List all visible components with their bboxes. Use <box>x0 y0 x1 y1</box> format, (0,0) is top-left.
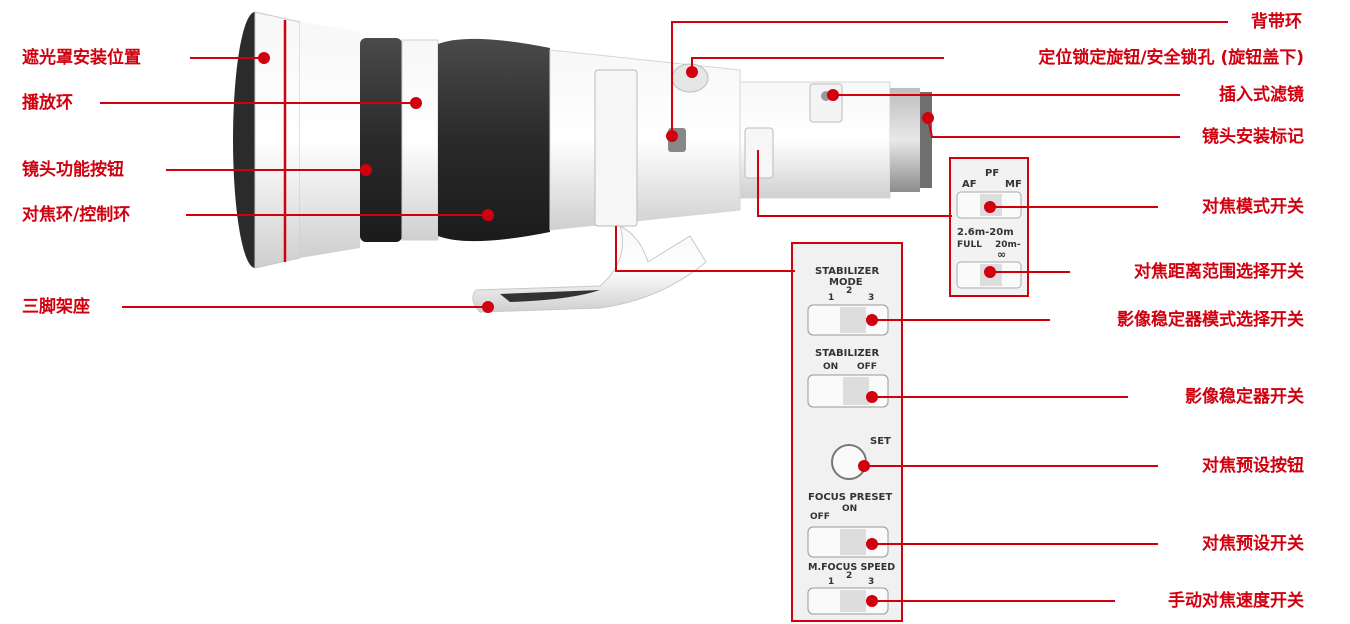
mode-2: 2 <box>846 286 852 296</box>
af-label: AF <box>962 179 977 190</box>
label-focus-preset-switch: 对焦预设开关 <box>1202 534 1304 554</box>
label-lens-function-button: 镜头功能按钮 <box>22 160 124 180</box>
left-leader-lines <box>100 52 494 313</box>
mode-3: 3 <box>868 293 874 303</box>
stab-title: STABILIZER <box>815 348 880 359</box>
mf-speed-title: M.FOCUS SPEED <box>808 562 895 573</box>
lens-barrel <box>549 49 932 231</box>
speed-2: 2 <box>846 571 852 581</box>
infinity-label: ∞ <box>997 248 1006 261</box>
stab-mode-title-1: STABILIZER <box>815 266 880 277</box>
label-focus-mode-switch: 对焦模式开关 <box>1202 197 1304 217</box>
label-focus-control-ring: 对焦环/控制环 <box>22 205 131 225</box>
set-label: SET <box>870 436 891 447</box>
label-tripod-mount: 三脚架座 <box>22 297 90 317</box>
label-stabilizer-mode-switch: 影像稳定器模式选择开关 <box>1117 310 1304 330</box>
mode-1: 1 <box>828 293 834 303</box>
label-stabilizer-switch: 影像稳定器开关 <box>1185 387 1304 407</box>
tripod-foot <box>472 225 707 313</box>
label-hood-mount: 遮光罩安装位置 <box>22 48 141 68</box>
pf-label: PF <box>985 168 999 179</box>
range-a-label: 2.6m-20m <box>957 227 1014 238</box>
label-drop-in-filter: 插入式滤镜 <box>1219 85 1304 105</box>
speed-3: 3 <box>868 577 874 587</box>
stab-mode-title-2: MODE <box>829 277 863 288</box>
range-full-label: FULL <box>957 240 982 250</box>
range-b-label: 20m- <box>995 240 1021 250</box>
focus-ring <box>360 38 550 242</box>
switch-panel-text: STABILIZER MODE 1 2 3 STABILIZER ON OFF … <box>808 266 895 587</box>
preset-title: FOCUS PRESET <box>808 492 892 503</box>
label-focus-range-switch: 对焦距离范围选择开关 <box>1134 262 1304 282</box>
preset-on: ON <box>842 504 857 514</box>
label-focus-preset-button: 对焦预设按钮 <box>1202 456 1304 476</box>
stab-off: OFF <box>857 362 877 372</box>
label-locking-knob: 定位锁定旋钮/安全锁孔 (旋钮盖下) <box>1038 48 1304 68</box>
label-strap-mount: 背带环 <box>1251 12 1302 32</box>
speed-1: 1 <box>828 577 834 587</box>
lens-hood <box>233 11 360 269</box>
preset-off: OFF <box>810 512 830 522</box>
label-lens-mount-index: 镜头安装标记 <box>1202 127 1304 147</box>
focus-mode-panel-text: AF PF MF 2.6m-20m FULL 20m- ∞ <box>957 168 1022 261</box>
mf-label: MF <box>1005 179 1022 190</box>
label-playback-ring: 播放环 <box>22 93 73 113</box>
stab-on: ON <box>823 362 838 372</box>
right-leader-lines <box>615 21 1228 607</box>
label-mf-speed-switch: 手动对焦速度开关 <box>1168 591 1304 611</box>
